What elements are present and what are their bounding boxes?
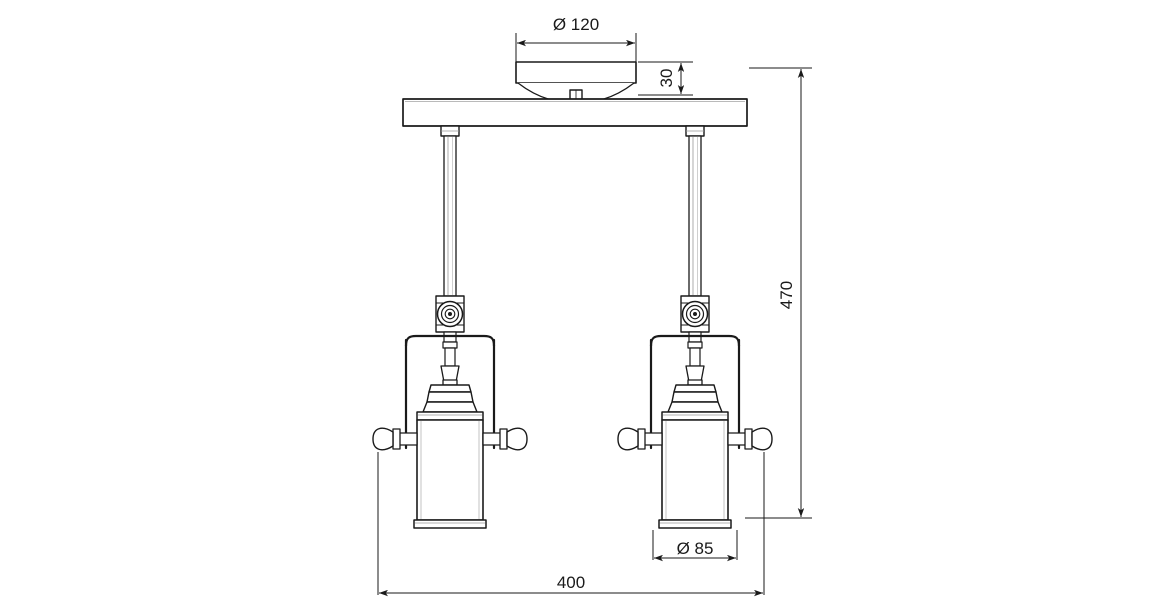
- right-lamp-stem: [685, 347, 705, 386]
- right-yoke-bracket: [649, 334, 741, 450]
- left-lamp-shade: [413, 384, 487, 529]
- left-lamp-stem: [440, 347, 460, 386]
- dimension-label-shade-diameter: Ø 85: [677, 539, 714, 558]
- dimension-label-canopy-diameter: Ø 120: [553, 15, 599, 34]
- dimension-annotations: Ø 120 30 470 Ø 85 400: [377, 15, 812, 597]
- dimension-canopy-diameter: Ø 120: [515, 15, 637, 64]
- left-yoke-bracket: [404, 334, 496, 450]
- left-swivel-joint: [435, 295, 465, 349]
- dimension-overall-width: 400: [377, 452, 765, 597]
- dimension-total-height: 470: [745, 67, 812, 519]
- left-drop-rod: [440, 125, 460, 297]
- dimension-label-canopy-height: 30: [657, 69, 676, 88]
- dimension-shade-diameter: Ø 85: [652, 530, 738, 562]
- right-swivel-joint: [680, 295, 710, 349]
- dimension-label-total-height: 470: [777, 281, 796, 309]
- right-lamp-shade: [658, 384, 732, 529]
- left-thumbscrew-knobs: [372, 427, 528, 451]
- dimension-label-overall-width: 400: [557, 573, 585, 592]
- horizontal-mounting-bar: [402, 98, 748, 127]
- right-thumbscrew-knobs: [617, 427, 773, 451]
- dimension-canopy-height: 30: [638, 61, 693, 96]
- lamp-geometry: [372, 61, 773, 529]
- ceiling-canopy-disc: [515, 61, 637, 104]
- right-drop-rod: [685, 125, 705, 297]
